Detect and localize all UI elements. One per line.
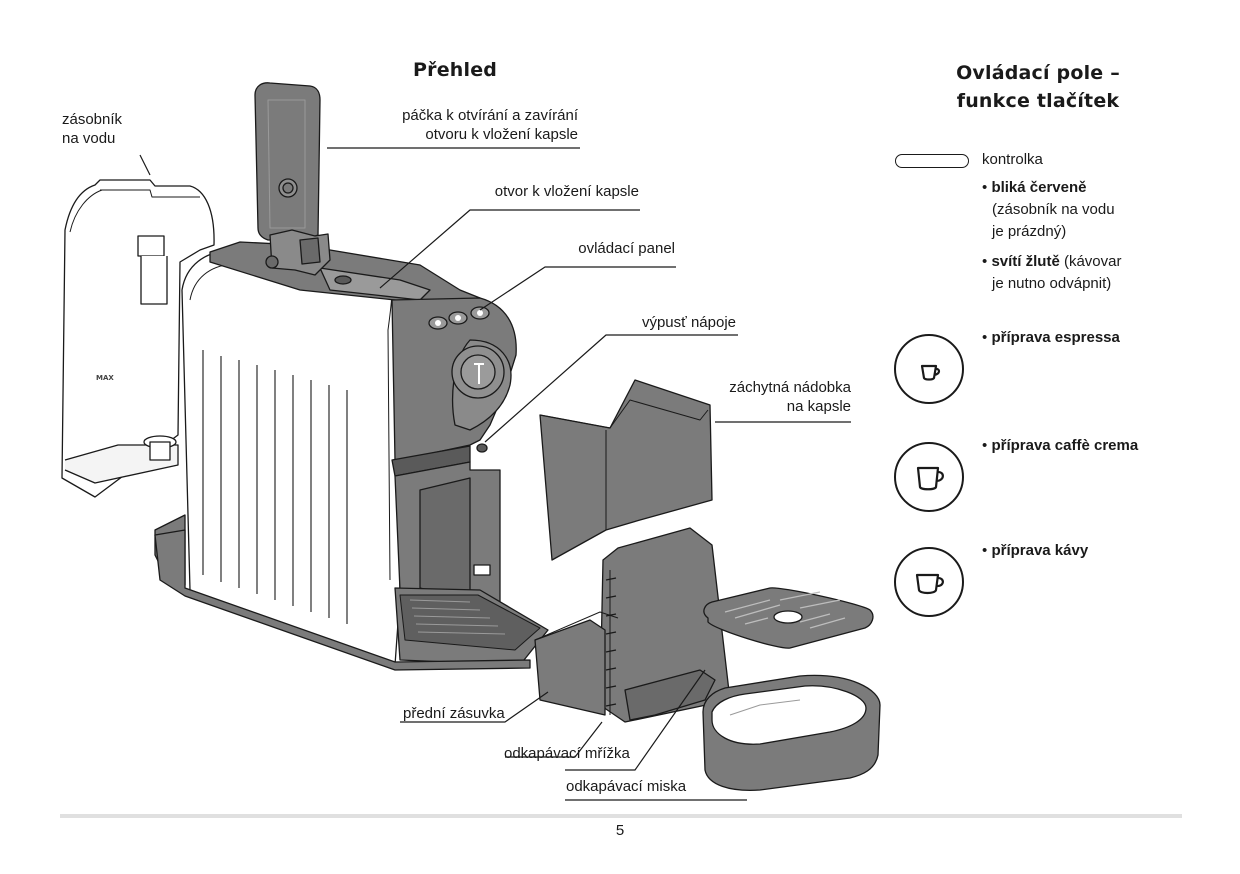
bullet: • xyxy=(982,437,988,454)
bullet: • xyxy=(982,179,988,196)
red-status-text: bliká červeně xyxy=(991,179,1087,196)
red-desc-line2: je prázdný) xyxy=(992,223,1067,240)
indicator-yellow-line1: • svítí žlutě (kávovar xyxy=(982,251,1121,273)
lever-label-line1: páčka k otvírání a zavírání xyxy=(402,107,578,124)
indicator-label: kontrolka xyxy=(982,151,1043,168)
capsule-container-label-line1: záchytná nádobka xyxy=(729,379,851,396)
front-drawer-label: přední zásuvka xyxy=(403,705,505,722)
bullet: • xyxy=(982,253,988,270)
drip-grid-part xyxy=(703,587,874,649)
leader-lines xyxy=(139,147,851,801)
capsule-container-label-line2: na kapsle xyxy=(786,398,851,415)
indicator-red-line1: • bliká červeně xyxy=(982,177,1115,199)
outlet-label: výpusť nápoje xyxy=(641,314,736,331)
panel-title-line2: funkce tlačítek xyxy=(956,90,1120,112)
caffe-crema-button[interactable] xyxy=(894,442,964,512)
capsule-container-part xyxy=(539,379,713,561)
panel-title-line1: Ovládací pole – xyxy=(956,62,1120,84)
coffee-button[interactable] xyxy=(894,547,964,617)
water-tank-label-line1: zásobník xyxy=(62,111,123,128)
drip-grid-label: odkapávací mřížka xyxy=(504,745,630,762)
espresso-label: • příprava espressa xyxy=(982,327,1120,349)
tank-max-marking: MAX xyxy=(96,374,114,382)
coffee-cup-icon xyxy=(915,573,944,595)
espresso-label-text: příprava espressa xyxy=(991,329,1120,346)
bullet: • xyxy=(982,329,988,346)
front-drawer-part xyxy=(534,527,731,723)
espresso-cup-icon xyxy=(920,364,941,381)
page-number: 5 xyxy=(615,822,625,839)
indicator-light-icon xyxy=(895,154,969,168)
indicator-red-info: • bliká červeně (zásobník na vodu je prá… xyxy=(982,177,1115,243)
footer-divider xyxy=(60,814,1182,818)
red-desc-line1: (zásobník na vodu xyxy=(992,201,1115,218)
coffee-label: • příprava kávy xyxy=(982,540,1088,562)
panel-title: Ovládací pole – funkce tlačítek xyxy=(908,59,1168,115)
capsule-slot-label: otvor k vložení kapsle xyxy=(494,183,639,200)
drip-tray-part xyxy=(702,674,881,791)
bullet: • xyxy=(982,542,988,559)
lever-label: páčka k otvírání a zavírání otvoru k vlo… xyxy=(402,106,578,144)
indicator-yellow-info: • svítí žlutě (kávovar je nutno odvápnit… xyxy=(982,251,1121,295)
yellow-desc-part1: (kávovar xyxy=(1059,253,1122,270)
crema-cup-icon xyxy=(916,466,944,491)
coffee-label-text: příprava kávy xyxy=(991,542,1089,559)
machine-body-part xyxy=(154,241,549,671)
water-tank-label-line2: na vodu xyxy=(62,130,116,147)
yellow-desc-line2: je nutno odvápnit) xyxy=(992,275,1112,292)
lever-part xyxy=(254,82,331,276)
drip-tray-label: odkapávací miska xyxy=(566,778,687,795)
caffe-crema-label-text: příprava caffè crema xyxy=(991,437,1139,454)
water-tank-part xyxy=(61,179,215,498)
espresso-button[interactable] xyxy=(894,334,964,404)
control-panel-label: ovládací panel xyxy=(578,240,675,257)
water-tank-label: zásobník na vodu xyxy=(62,110,122,148)
capsule-container-label: záchytná nádobka na kapsle xyxy=(729,378,851,416)
yellow-status-text: svítí žlutě xyxy=(991,253,1060,270)
caffe-crema-label: • příprava caffè crema xyxy=(982,435,1138,457)
lever-label-line2: otvoru k vložení kapsle xyxy=(425,126,578,143)
overview-title: Přehled xyxy=(413,59,498,81)
